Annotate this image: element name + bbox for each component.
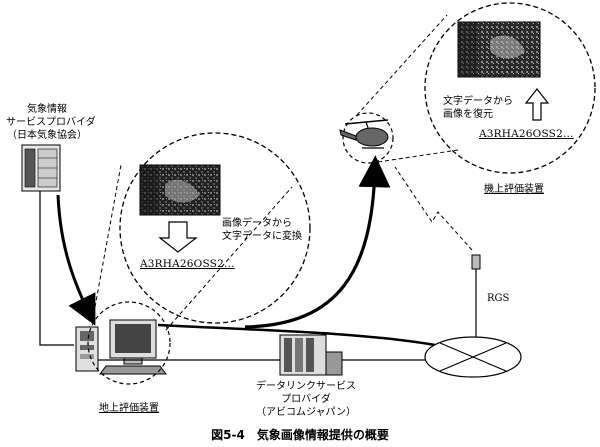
restore-up-arrow [524,88,550,121]
provider-label: 気象情報 サービスプロバイダ （日本気象協会） [6,103,96,142]
ground-computer-icon [75,319,167,375]
radio-link-zigzag [394,166,473,251]
rgs-antenna-icon [471,254,481,337]
provider-label-line1: 気象情報 [27,104,67,115]
rgs-network-node [424,336,522,378]
provider-to-ground-arrow [56,194,96,326]
datalink-server-icon [279,334,343,376]
provider-to-ground-line [39,191,74,346]
ground-zoom-circle [87,301,171,385]
datalink-label: データリンクサービス プロバイダ （アビコムジャパン） [256,380,356,419]
airborne-radar-image [457,21,541,78]
ground-bubble-line1: 画像データから [222,218,292,229]
aircraft-zoom-circle [342,112,394,164]
rgs-label: RGS [487,293,510,304]
ground-to-rgs-link [157,323,436,347]
ground-to-aircraft-arrow [244,155,391,329]
airborne-station-label: 機上評価装置 [484,184,544,195]
provider-label-line2: サービスプロバイダ [6,117,96,128]
ground-code-text: A3RHA26OSS2… [140,258,235,270]
ground-bubble-line2: 文字データに変換 [222,231,302,242]
airborne-detail-bubble [424,2,596,174]
ground-bubble-text: 画像データから 文字データに変換 [222,217,302,243]
datalink-label-line1: データリンクサービス [256,381,356,392]
airborne-code-text: A3RHA26OSS2… [479,128,574,140]
ground-station-label: 地上評価装置 [99,403,159,414]
provider-label-line3: （日本気象協会） [7,130,87,141]
helicopter-icon [339,119,389,149]
figure-caption: 図5-4 気象画像情報提供の概要 [211,428,389,442]
airborne-bubble-line1: 文字データから [443,96,513,107]
datalink-label-line3: （アビコムジャパン） [256,407,356,418]
ground-detail-bubble [119,132,311,324]
convert-down-arrow [158,221,198,253]
airborne-bubble-line2: 画像を復元 [443,109,493,120]
datalink-label-line2: プロバイダ [281,394,331,405]
ground-radar-image [139,164,221,216]
airborne-bubble-text: 文字データから 画像を復元 [443,95,513,121]
provider-server-icon [21,144,61,192]
